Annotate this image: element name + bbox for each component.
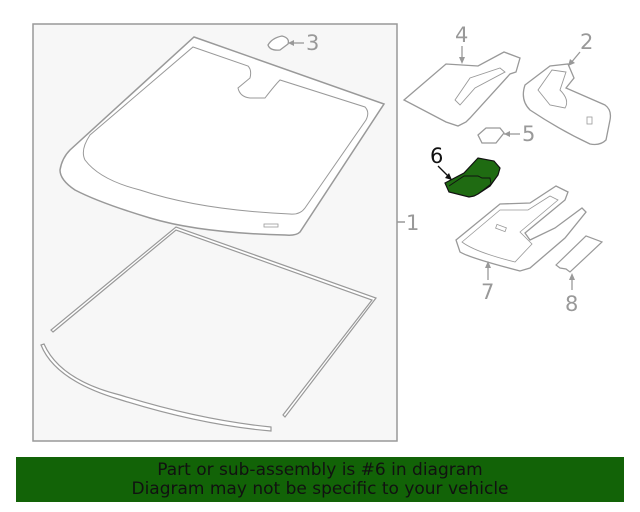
callout-8-arrowhead <box>569 273 575 280</box>
part-2-mount-detail <box>537 69 568 109</box>
part-7-inner-detail <box>461 195 559 263</box>
callout-5-arrowhead <box>504 131 510 137</box>
part-6-detail <box>448 175 492 195</box>
callout-4-label[interactable]: 4 <box>455 23 469 47</box>
callout-3-label[interactable]: 3 <box>306 31 320 55</box>
part-4-detail <box>454 67 506 106</box>
part-3-sensor-pad[interactable] <box>267 35 290 51</box>
part-5-clip[interactable] <box>477 127 505 144</box>
windshield-inner-edge <box>82 46 369 215</box>
info-banner: Part or sub-assembly is #6 in diagram Di… <box>16 457 624 502</box>
windshield-molding-lower[interactable] <box>40 343 272 432</box>
callout-7-arrowhead <box>485 261 491 268</box>
callout-2-arrowhead <box>568 59 575 66</box>
banner-disclaimer: Diagram may not be specific to your vehi… <box>131 479 509 499</box>
callout-6-arrowhead <box>445 173 452 180</box>
part-6-sensor-module[interactable] <box>444 157 501 198</box>
banner-part-message: Part or sub-assembly is #6 in diagram <box>157 460 483 480</box>
callout-8-label[interactable]: 8 <box>565 292 579 316</box>
part-2-button <box>586 116 593 125</box>
part-8-tape[interactable] <box>555 235 604 273</box>
windshield-label-mark <box>263 223 279 228</box>
callout-6-label[interactable]: 6 <box>430 144 444 168</box>
callout-7-label[interactable]: 7 <box>481 280 495 304</box>
callout-4-arrowhead <box>459 57 465 64</box>
windshield-molding-upper[interactable] <box>50 226 377 418</box>
part-7-cover[interactable] <box>455 185 587 272</box>
callout-5-label[interactable]: 5 <box>522 122 536 146</box>
part-7-slot <box>495 223 507 233</box>
callout-3-arrowhead <box>288 40 294 46</box>
parts-diagram <box>32 23 612 442</box>
callout-2-label[interactable]: 2 <box>580 30 594 54</box>
callout-1-label[interactable]: 1 <box>406 211 420 235</box>
